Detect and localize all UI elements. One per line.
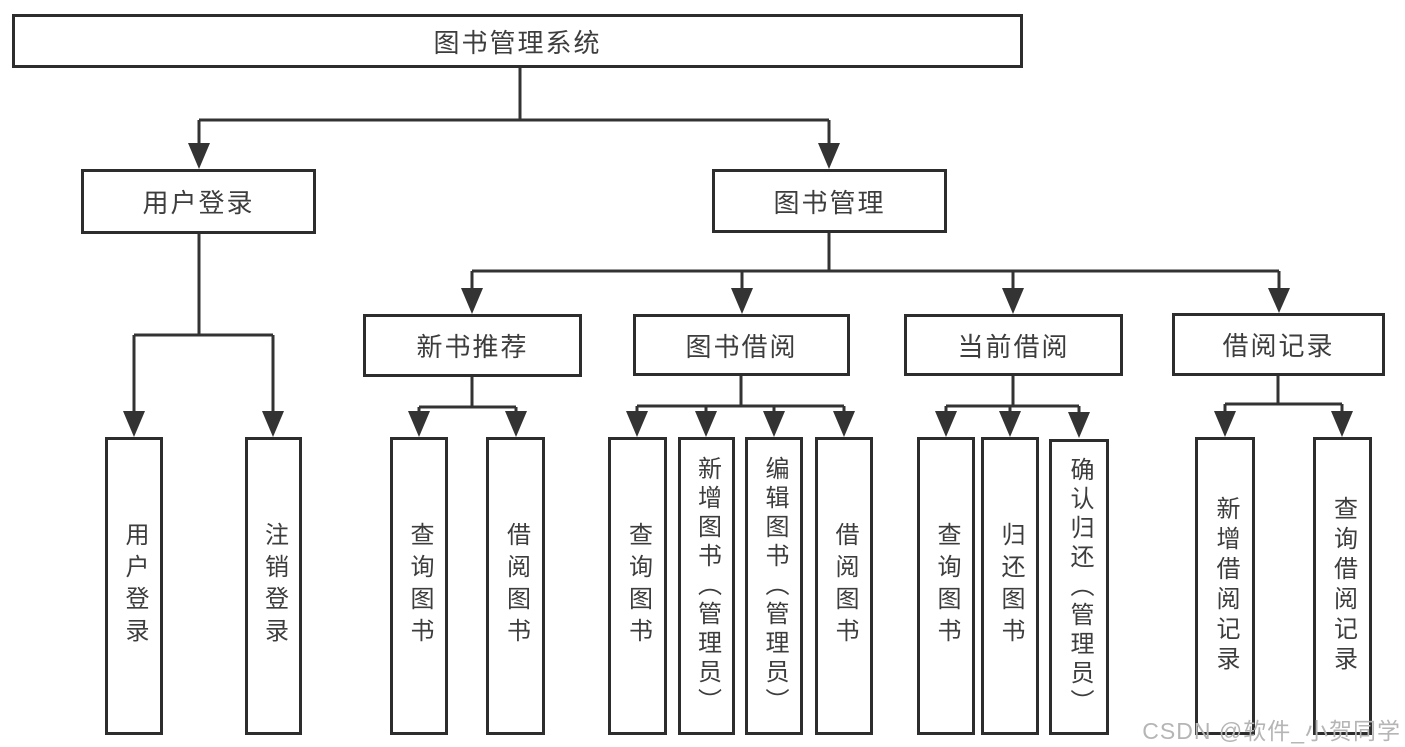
node-book-borrow: 图书借阅 [633, 314, 850, 376]
arrowheads [123, 143, 1353, 438]
leaf-newbook-query: 查询图书 [390, 437, 448, 735]
arrow-icon [818, 143, 840, 169]
connector-userlogin-branch [132, 234, 275, 414]
leaf-borrow-query: 查询图书 [608, 437, 667, 735]
arrow-icon [626, 411, 648, 437]
node-current-borrow: 当前借阅 [904, 314, 1123, 376]
connector-bookmgmt-branch [470, 233, 1281, 291]
arrow-icon [1268, 288, 1290, 313]
arrow-icon [999, 411, 1021, 437]
leaf-record-query: 查询借阅记录 [1313, 437, 1372, 735]
arrow-icon [935, 411, 957, 437]
csdn-watermark: CSDN @软件_小贺同学 [1142, 718, 1401, 744]
arrow-icon [833, 411, 855, 437]
connector-currentborrow-branch [944, 376, 1081, 414]
arrow-icon [763, 411, 785, 437]
leaf-current-confirm-admin: 确认归还（管理员） [1049, 439, 1109, 735]
arrow-icon [1068, 412, 1090, 438]
arrow-icon [461, 288, 483, 314]
arrow-icon [408, 411, 430, 437]
leaf-current-query: 查询图书 [917, 437, 975, 735]
arrow-icon [188, 143, 210, 169]
connector-bookborrow-branch [635, 376, 846, 414]
leaf-user-login: 用户登录 [105, 437, 163, 735]
leaf-borrow-edit-admin: 编辑图书（管理员） [745, 437, 803, 735]
node-new-book-recommend: 新书推荐 [363, 314, 582, 377]
leaf-borrow-add-admin: 新增图书（管理员） [678, 437, 735, 735]
arrow-icon [262, 411, 284, 437]
leaf-current-return: 归还图书 [981, 437, 1039, 735]
node-root: 图书管理系统 [12, 14, 1023, 68]
arrow-icon [1002, 288, 1024, 314]
node-book-management: 图书管理 [712, 169, 947, 233]
arrow-icon [1214, 411, 1236, 437]
arrow-icon [123, 411, 145, 437]
arrow-icon [731, 288, 753, 314]
leaf-newbook-borrow: 借阅图书 [486, 437, 545, 735]
node-borrow-record: 借阅记录 [1172, 313, 1385, 376]
leaf-logout: 注销登录 [245, 437, 302, 735]
arrow-icon [695, 411, 717, 437]
leaf-borrow-book: 借阅图书 [815, 437, 873, 735]
connector-borrowrecord-branch [1223, 376, 1344, 414]
leaf-record-add: 新增借阅记录 [1195, 437, 1255, 735]
arrow-icon [505, 411, 527, 437]
node-user-login: 用户登录 [81, 169, 316, 234]
connector-root-branch [197, 68, 831, 146]
arrow-icon [1331, 411, 1353, 437]
connector-newbook-branch [417, 377, 518, 414]
